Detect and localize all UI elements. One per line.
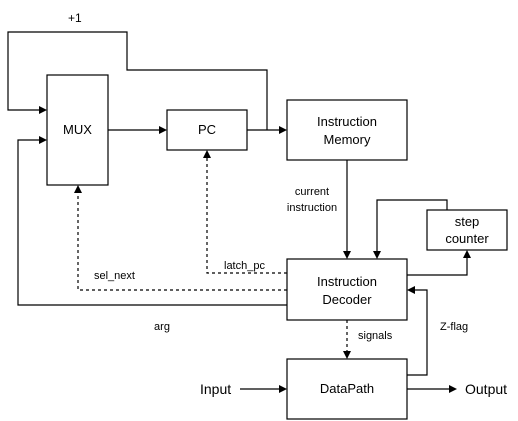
current-instruction-label-line-1: current — [295, 186, 329, 198]
increment-loop-wire — [7, 31, 268, 130]
input-label: Input — [200, 381, 231, 397]
step-counter-label-line-2: counter — [445, 231, 489, 246]
step-counter-label-line-1: step — [455, 214, 480, 229]
datapath-label: DataPath — [320, 381, 374, 396]
current-instruction-arrow — [343, 160, 351, 259]
instruction-decoder-block: Instruction Decoder — [286, 258, 408, 321]
latch-pc-signal — [203, 150, 287, 274]
latch-pc-label: latch_pc — [224, 260, 265, 272]
pc-label: PC — [198, 122, 216, 137]
arg-wire — [17, 136, 287, 306]
output-arrow — [407, 385, 457, 393]
output-label: Output — [465, 381, 507, 397]
arg-label: arg — [154, 321, 170, 333]
z-flag-wire — [407, 286, 428, 376]
step-counter-block: step counter — [426, 209, 508, 251]
pc-to-memory-arrow — [247, 126, 287, 134]
input-arrow — [240, 385, 287, 393]
signals-arrow — [343, 320, 351, 359]
mux-to-pc-arrow — [108, 126, 167, 134]
mux-label: MUX — [63, 122, 92, 137]
signals-label: signals — [358, 330, 393, 342]
instruction-memory-label-line-1: Instruction — [317, 114, 377, 129]
instruction-memory-label-line-2: Memory — [324, 132, 371, 147]
mux-block: MUX — [46, 74, 109, 186]
sel-next-signal — [74, 185, 287, 291]
sel-next-label: sel_next — [94, 270, 135, 282]
step-counter-feedback-arrow — [373, 199, 448, 259]
current-instruction-label-line-2: instruction — [287, 202, 337, 214]
plus-one-label: +1 — [68, 11, 82, 25]
datapath-block: DataPath — [286, 358, 408, 420]
instruction-memory-block: Instruction Memory — [286, 99, 408, 161]
z-flag-label: Z-flag — [440, 321, 468, 333]
instruction-decoder-label-line-1: Instruction — [317, 274, 377, 289]
instruction-decoder-label-line-2: Decoder — [322, 292, 372, 307]
pc-block: PC — [166, 109, 248, 151]
decoder-to-step-counter-arrow — [407, 250, 471, 276]
